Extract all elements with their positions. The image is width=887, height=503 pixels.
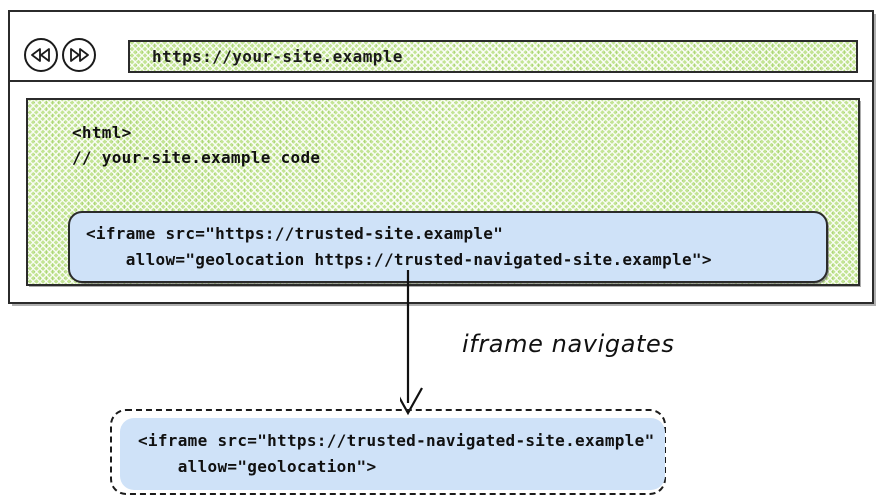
original-iframe-code: <iframe src="https://trusted-site.exampl… xyxy=(86,224,712,269)
browser-window: https://your-site.example <html> // your… xyxy=(8,10,874,304)
arrow-annotation-label: iframe navigates xyxy=(462,330,675,358)
page-source-code: <html> // your-site.example code xyxy=(72,123,321,167)
forward-button[interactable] xyxy=(62,38,96,72)
back-button[interactable] xyxy=(24,38,58,72)
address-bar[interactable]: https://your-site.example xyxy=(128,40,858,73)
page-viewport: <html> // your-site.example code <iframe… xyxy=(26,98,860,286)
original-iframe-box: <iframe src="https://trusted-site.exampl… xyxy=(68,211,828,283)
address-bar-url: https://your-site.example xyxy=(152,47,403,66)
navigated-iframe-outline: <iframe src="https://trusted-navigated-s… xyxy=(110,409,666,495)
navigated-iframe-box: <iframe src="https://trusted-navigated-s… xyxy=(120,418,665,490)
fast-forward-icon xyxy=(68,48,90,62)
rewind-icon xyxy=(30,48,52,62)
navigated-iframe-code: <iframe src="https://trusted-navigated-s… xyxy=(138,431,655,476)
browser-toolbar: https://your-site.example xyxy=(10,12,872,82)
